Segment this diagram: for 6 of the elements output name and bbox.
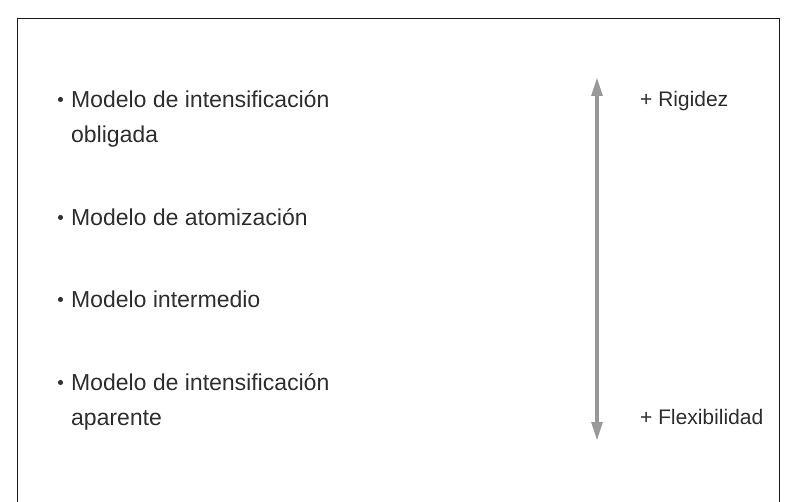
- list-item-text: Modelo de atomización: [71, 203, 309, 232]
- list-item-text: Modelo de intensificación obligada: [71, 85, 330, 149]
- scale-label: + Rigidez: [640, 87, 728, 113]
- list-item-text: Modelo de intensificación aparente: [71, 368, 330, 432]
- list-item-text: Modelo intermedio: [71, 285, 262, 314]
- scale-label: + Flexibilidad: [640, 405, 764, 431]
